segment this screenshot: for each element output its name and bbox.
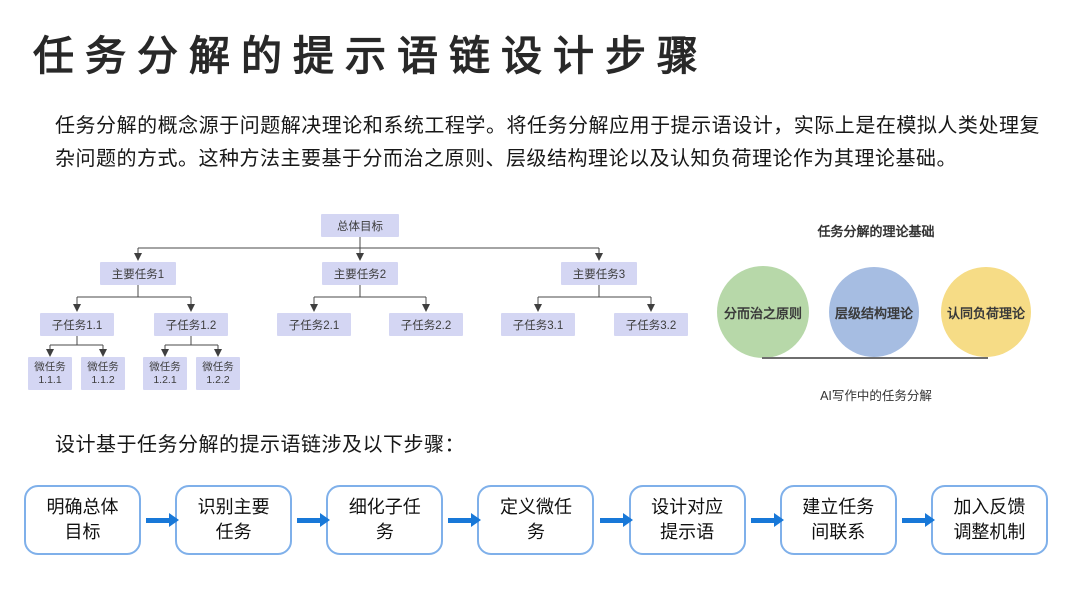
tree-node-sub11: 子任务1.1 <box>40 313 114 336</box>
tree-node-micro111: 微任务 1.1.1 <box>28 357 72 390</box>
flow-step-4: 定义微任 务 <box>477 485 595 555</box>
flow-arrow-icon <box>599 512 633 527</box>
steps-intro: 设计基于任务分解的提示语链涉及以下步骤： <box>55 434 465 456</box>
flow-step-6: 建立任务 间联系 <box>779 485 897 555</box>
flow-arrow-icon <box>901 512 935 527</box>
tree-node-sub21: 子任务2.1 <box>277 313 351 336</box>
tree-node-sub31: 子任务3.1 <box>501 313 575 336</box>
flow-step-7: 加入反馈 调整机制 <box>930 485 1048 555</box>
flow-arrow-icon <box>297 512 331 527</box>
flow-step-5-line1: 设计对应 <box>651 497 724 517</box>
flow-step-5: 设计对应 提示语 <box>628 485 746 555</box>
intro-paragraph: 任务分解的概念源于问题解决理论和系统工程学。将任务分解应用于提示语设计，实际上是… <box>55 115 1040 170</box>
flow-arrow-icon <box>146 512 180 527</box>
tree-node-micro121: 微任务 1.2.1 <box>143 357 187 390</box>
theory-title: 任务分解的理论基础 <box>817 224 935 239</box>
flow-arrow-icon <box>750 512 784 527</box>
tree-node-sub22: 子任务2.2 <box>389 313 463 336</box>
flow-step-7-line2: 调整机制 <box>953 522 1026 542</box>
flow-step-6-line2: 间联系 <box>811 522 866 542</box>
theory-circle-cognitive-load: 认同负荷理论 <box>941 267 1031 357</box>
flow-step-1-line1: 明确总体 <box>46 497 119 517</box>
tree-node-main1: 主要任务1 <box>100 262 176 285</box>
flow-step-5-line2: 提示语 <box>660 522 715 542</box>
flow-step-6-line1: 建立任务 <box>802 497 875 517</box>
flow-chain: 明确总体 目标 识别主要 任务 细化子任 务 定义微任 务 设计对应 提示语 建… <box>24 483 1048 557</box>
flow-step-1-line2: 目标 <box>64 522 101 542</box>
flow-step-3-line1: 细化子任 <box>348 497 421 517</box>
tree-node-sub12: 子任务1.2 <box>154 313 228 336</box>
flow-step-2-line2: 任务 <box>215 522 252 542</box>
flow-step-1: 明确总体 目标 <box>24 485 141 555</box>
theory-baseline <box>762 357 988 359</box>
tree-node-micro122: 微任务 1.2.2 <box>196 357 240 390</box>
flow-step-7-line1: 加入反馈 <box>953 497 1026 517</box>
theory-circle-hierarchy: 层级结构理论 <box>829 267 919 357</box>
tree-node-goal: 总体目标 <box>321 214 399 237</box>
theory-circle-divide-conquer: 分而治之原则 <box>717 266 809 358</box>
page-title: 任务分解的提示语链设计步骤 <box>33 33 709 79</box>
flow-step-2-line1: 识别主要 <box>197 497 270 517</box>
tree-node-micro112: 微任务 1.1.2 <box>81 357 125 390</box>
flow-step-2: 识别主要 任务 <box>175 485 293 555</box>
tree-node-main3: 主要任务3 <box>561 262 637 285</box>
tree-node-sub32: 子任务3.2 <box>614 313 688 336</box>
flow-step-3-line2: 务 <box>375 522 394 542</box>
flow-step-4-line2: 务 <box>526 522 545 542</box>
flow-arrow-icon <box>448 512 482 527</box>
flow-step-4-line1: 定义微任 <box>499 497 572 517</box>
theory-caption: AI写作中的任务分解 <box>820 389 932 403</box>
flow-step-3: 细化子任 务 <box>326 485 444 555</box>
tree-node-main2: 主要任务2 <box>322 262 398 285</box>
